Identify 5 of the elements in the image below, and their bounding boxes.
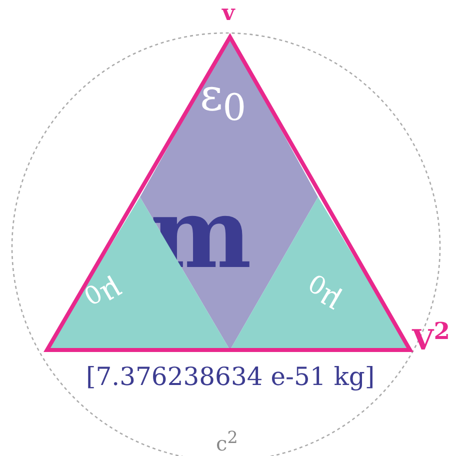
vertex-label: v [222, 2, 235, 24]
symbol-label: ε$_{0}$ [200, 74, 246, 126]
vertex-label: V$^{2}$ [412, 320, 450, 354]
value-label: [7.376238634 e-51 kg] [86, 364, 375, 389]
constant-label: c$^{2}$ [216, 430, 238, 454]
